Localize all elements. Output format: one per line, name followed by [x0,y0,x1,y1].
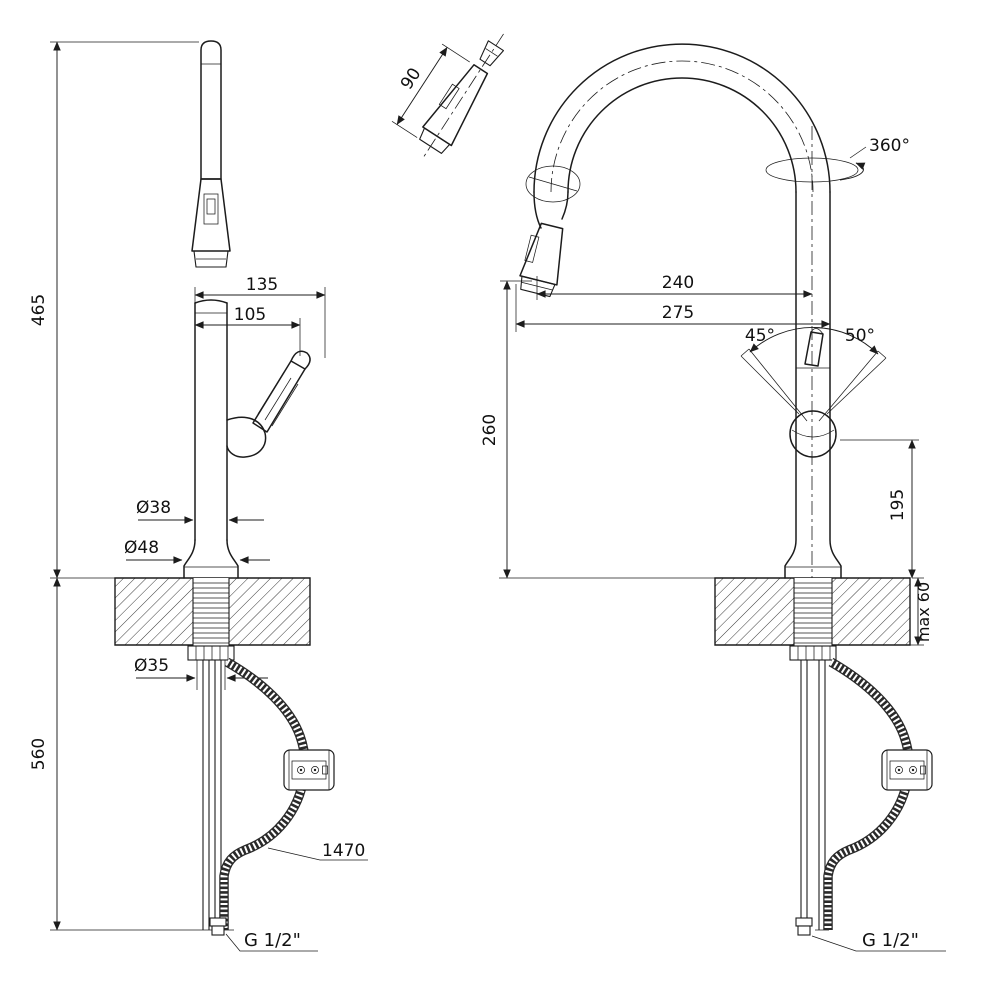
front-hose-weight [283,749,335,791]
dim-hose-1470: 1470 [267,841,368,861]
dim-dia38-label: Ø38 [136,498,171,518]
swivel-360-label: 360° [869,136,910,156]
dim-105-label: 105 [234,305,266,325]
swivel-360: 360° [765,136,910,183]
dim-465-label: 465 [29,294,49,326]
front-body [183,299,239,579]
side-spray-head-docked [519,222,564,298]
side-handle [789,328,837,458]
side-gooseneck [525,43,842,579]
angle-50-label: 50° [845,326,875,346]
dim-90-label: 90 [397,64,426,93]
front-thread-callout: G 1/2" [225,930,318,952]
front-hose-fitting [209,917,227,936]
dim-240-label: 240 [662,273,694,293]
dim-560: 560 [29,577,234,931]
side-hose-fitting [795,917,813,936]
dim-275: 275 [515,284,831,332]
dim-105: 105 [194,305,301,356]
front-hoses: 1470 [202,657,368,936]
side-centerlines [550,60,814,586]
dim-135: 135 [194,275,326,358]
dim-dia-38: Ø38 [136,498,264,524]
side-hoses [795,657,933,936]
side-view: 90 360° 240 275 [391,33,946,952]
handle-swing-range: 45° 50° [740,326,887,422]
front-spray-wand [191,40,231,268]
angle-45-label: 45° [745,326,775,346]
dim-dia-48: Ø48 [124,538,270,564]
dim-135-label: 135 [246,275,278,295]
dim-560-label: 560 [29,738,49,770]
dim-275-label: 275 [662,303,694,323]
front-countertop [114,577,311,690]
max-60-label: max 60 [914,582,933,642]
dim-dia35-label: Ø35 [134,656,169,676]
dim-dia48-label: Ø48 [124,538,159,558]
side-thread-callout: G 1/2" [811,930,946,952]
dim-465: 465 [29,41,199,579]
side-hose-weight [881,749,933,791]
side-spray-head-detached: 90 [391,33,505,159]
side-thread-label: G 1/2" [862,930,919,951]
dim-260-label: 260 [480,414,500,446]
dim-max-60: max 60 [910,577,933,646]
dim-195-label: 195 [888,489,908,521]
dim-260: 260 [480,280,716,579]
front-thread-label: G 1/2" [244,930,301,951]
front-view: 465 560 [29,40,368,952]
side-countertop [714,577,911,661]
dim-240: 240 [536,273,813,300]
front-handle [226,350,311,458]
dim-195: 195 [840,439,919,579]
hose-length-label: 1470 [322,841,365,861]
